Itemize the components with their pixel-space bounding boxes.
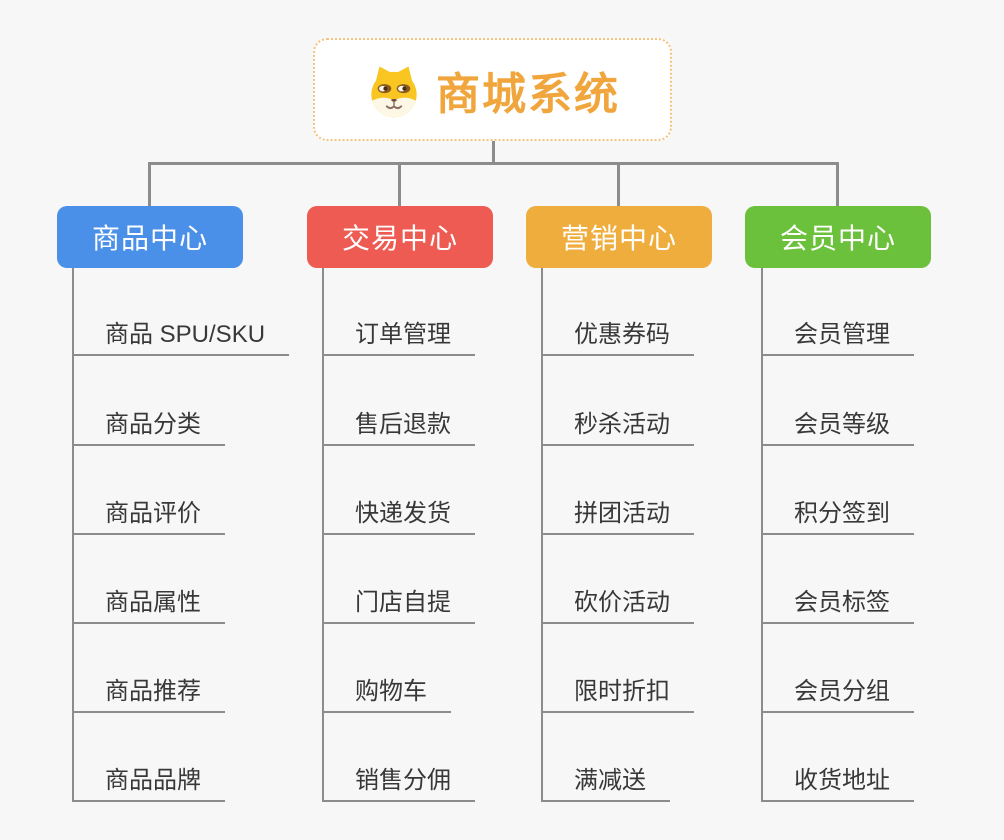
connector-root-stem	[492, 141, 495, 164]
branch-header-marketing-center[interactable]: 营销中心	[526, 206, 712, 268]
topic-item[interactable]: 购物车	[322, 669, 451, 713]
topic-item[interactable]: 商品评价	[72, 491, 225, 535]
topic-item[interactable]: 会员标签	[761, 580, 914, 624]
topic-item[interactable]: 快递发货	[322, 491, 475, 535]
topic-item[interactable]: 商品推荐	[72, 669, 225, 713]
topic-item[interactable]: 收货地址	[761, 758, 914, 802]
topic-item[interactable]: 商品分类	[72, 402, 225, 446]
topic-item[interactable]: 会员管理	[761, 312, 914, 356]
dog-face-icon	[371, 65, 417, 117]
connector-drop-2	[398, 162, 401, 206]
connector-drop-4	[836, 162, 839, 206]
root-topic[interactable]: 商城系统	[313, 38, 672, 141]
topic-item[interactable]: 优惠券码	[541, 312, 694, 356]
topic-item[interactable]: 积分签到	[761, 491, 914, 535]
topic-item[interactable]: 秒杀活动	[541, 402, 694, 446]
topic-item[interactable]: 商品 SPU/SKU	[72, 312, 290, 356]
topic-item[interactable]: 售后退款	[322, 402, 475, 446]
topic-item[interactable]: 销售分佣	[322, 758, 475, 802]
topic-item[interactable]: 门店自提	[322, 580, 475, 624]
connector-drop-1	[148, 162, 151, 206]
topic-item[interactable]: 砍价活动	[541, 580, 694, 624]
topic-item[interactable]: 满减送	[541, 758, 670, 802]
topic-item[interactable]: 拼团活动	[541, 491, 694, 535]
topic-item[interactable]: 商品属性	[72, 580, 225, 624]
topic-item[interactable]: 订单管理	[322, 312, 475, 356]
connector-drop-3	[617, 162, 620, 206]
branch-header-member-center[interactable]: 会员中心	[745, 206, 931, 268]
topic-item[interactable]: 商品品牌	[72, 758, 225, 802]
root-topic-title: 商城系统	[436, 69, 620, 119]
topic-item[interactable]: 限时折扣	[541, 669, 694, 713]
branch-header-trade-center[interactable]: 交易中心	[307, 206, 493, 268]
topic-item[interactable]: 会员分组	[761, 669, 914, 713]
topic-item[interactable]: 会员等级	[761, 402, 914, 446]
connector-horizontal-bar	[148, 162, 839, 165]
branch-header-goods-center[interactable]: 商品中心	[57, 206, 243, 268]
